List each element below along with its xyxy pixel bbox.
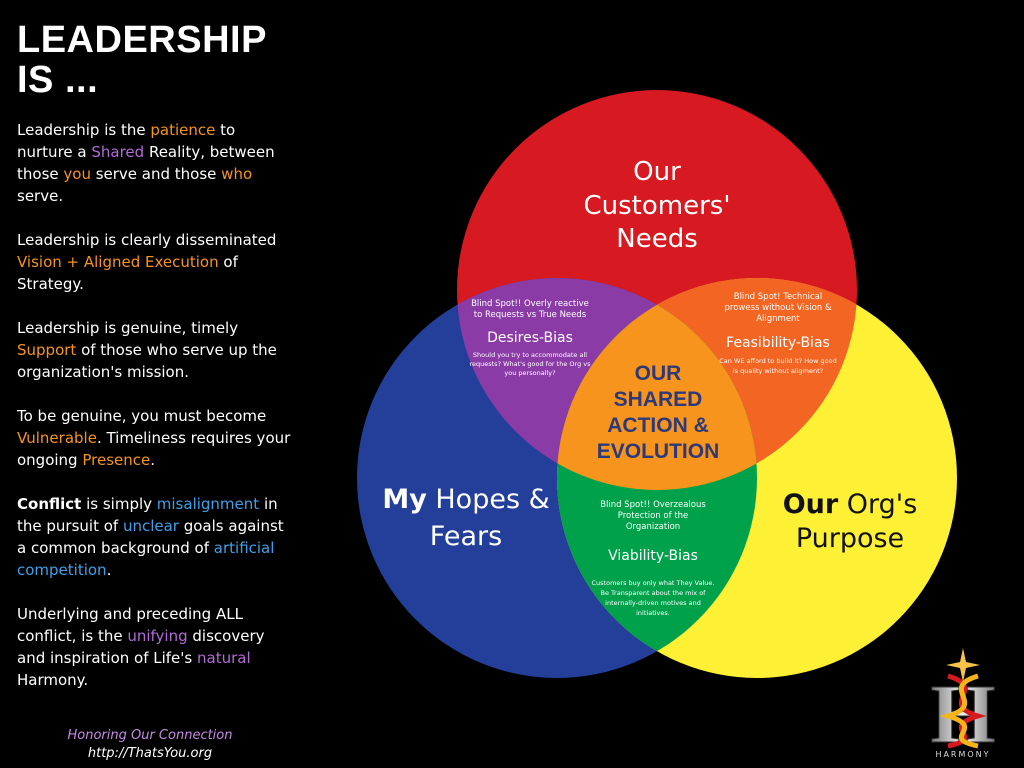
- paragraph-patience: Leadership is the patience to nurture a …: [17, 121, 275, 205]
- footer-tagline: Honoring Our Connection: [67, 728, 233, 743]
- feasibility-bias-title: Feasibility-Bias: [726, 335, 830, 351]
- svg-text:Our: Our: [633, 157, 681, 187]
- svg-text:Needs: Needs: [616, 224, 698, 254]
- paragraph-vision: Leadership is clearly disseminated Visio…: [17, 231, 277, 293]
- desires-bias-text: Blind Spot!! Overly reactive to Requests…: [469, 299, 591, 377]
- viability-bias-text: Blind Spot!! Overzealous Protection of t…: [592, 500, 715, 617]
- svg-text:Customers': Customers': [584, 191, 731, 221]
- svg-text:Can WE afford to build it? Ho: Can WE afford to build it? How good: [719, 357, 836, 365]
- svg-text:Alignment: Alignment: [756, 314, 800, 324]
- svg-text:OUR: OUR: [635, 362, 682, 385]
- svg-text:Should you try to accommodate: Should you try to accommodate all: [473, 351, 587, 359]
- svg-text:Organization: Organization: [626, 522, 680, 532]
- svg-text:Blind Spot! Technical: Blind Spot! Technical: [734, 292, 823, 302]
- label-hopes-fears: My Hopes & Fears: [382, 484, 549, 552]
- svg-text:Blind Spot!! Overzealous: Blind Spot!! Overzealous: [600, 500, 706, 510]
- svg-text:Fears: Fears: [430, 521, 502, 552]
- paragraph-harmony: Underlying and preceding ALL conflict, i…: [17, 605, 265, 689]
- paragraph-support: Leadership is genuine, timely Support of…: [17, 319, 277, 381]
- feasibility-bias-text: Blind Spot! Technical prowess without Vi…: [719, 292, 836, 375]
- page-title: LEADERSHIP IS ...: [17, 20, 267, 100]
- logo-harmony-label: HARMONY: [935, 750, 990, 759]
- harmony-logo: H HARMONY: [930, 648, 996, 762]
- svg-text:prowess without Vision &: prowess without Vision &: [725, 303, 832, 313]
- svg-text:Protection of the: Protection of the: [618, 511, 689, 521]
- desires-bias-title: Desires-Bias: [487, 330, 573, 346]
- svg-text:is quality without aligment?: is quality without aligment?: [733, 367, 823, 375]
- logo-h-letter: H: [930, 668, 995, 761]
- region-shared-action: [557, 278, 757, 490]
- title-line-2: IS ...: [17, 59, 99, 101]
- svg-text:you personally?: you personally?: [504, 369, 555, 377]
- footer-url[interactable]: http://ThatsYou.org: [87, 746, 213, 761]
- svg-text:internally-driven motives and: internally-driven motives and: [605, 599, 701, 607]
- svg-text:to Requests vs True Needs: to Requests vs True Needs: [474, 310, 587, 320]
- svg-text:requests? What's good for the: requests? What's good for the Org vs: [469, 360, 591, 368]
- paragraph-conflict: Conflict is simply misalignment in the p…: [17, 495, 284, 579]
- svg-text:Customers buy only what They V: Customers buy only what They Value.: [592, 579, 715, 587]
- label-customers-needs: Our Customers' Needs: [584, 157, 731, 254]
- svg-text:Purpose: Purpose: [796, 523, 904, 554]
- svg-text:My Hopes &: My Hopes &: [382, 484, 549, 515]
- svg-text:ACTION &: ACTION &: [607, 414, 709, 437]
- paragraph-vulnerable: To be genuine, you must become Vulnerabl…: [17, 407, 291, 469]
- svg-text:Be Transparent about the mix o: Be Transparent about the mix of: [601, 589, 707, 597]
- label-org-purpose: Our Org's Purpose: [783, 489, 918, 554]
- svg-text:EVOLUTION: EVOLUTION: [597, 440, 720, 463]
- svg-text:SHARED: SHARED: [614, 388, 703, 411]
- svg-text:initiatives.: initiatives.: [636, 609, 670, 617]
- svg-text:Blind Spot!! Overly reactive: Blind Spot!! Overly reactive: [471, 299, 589, 309]
- viability-bias-title: Viability-Bias: [608, 548, 698, 564]
- svg-text:Our Org's: Our Org's: [783, 489, 918, 520]
- title-line-1: LEADERSHIP: [17, 19, 267, 61]
- star-sparkle-icon: [946, 648, 980, 682]
- leadership-text: Leadership is the patience to nurture a …: [17, 119, 292, 713]
- shared-action-text: OUR SHARED ACTION & EVOLUTION: [597, 362, 720, 463]
- dna-helix-icon: [947, 673, 987, 749]
